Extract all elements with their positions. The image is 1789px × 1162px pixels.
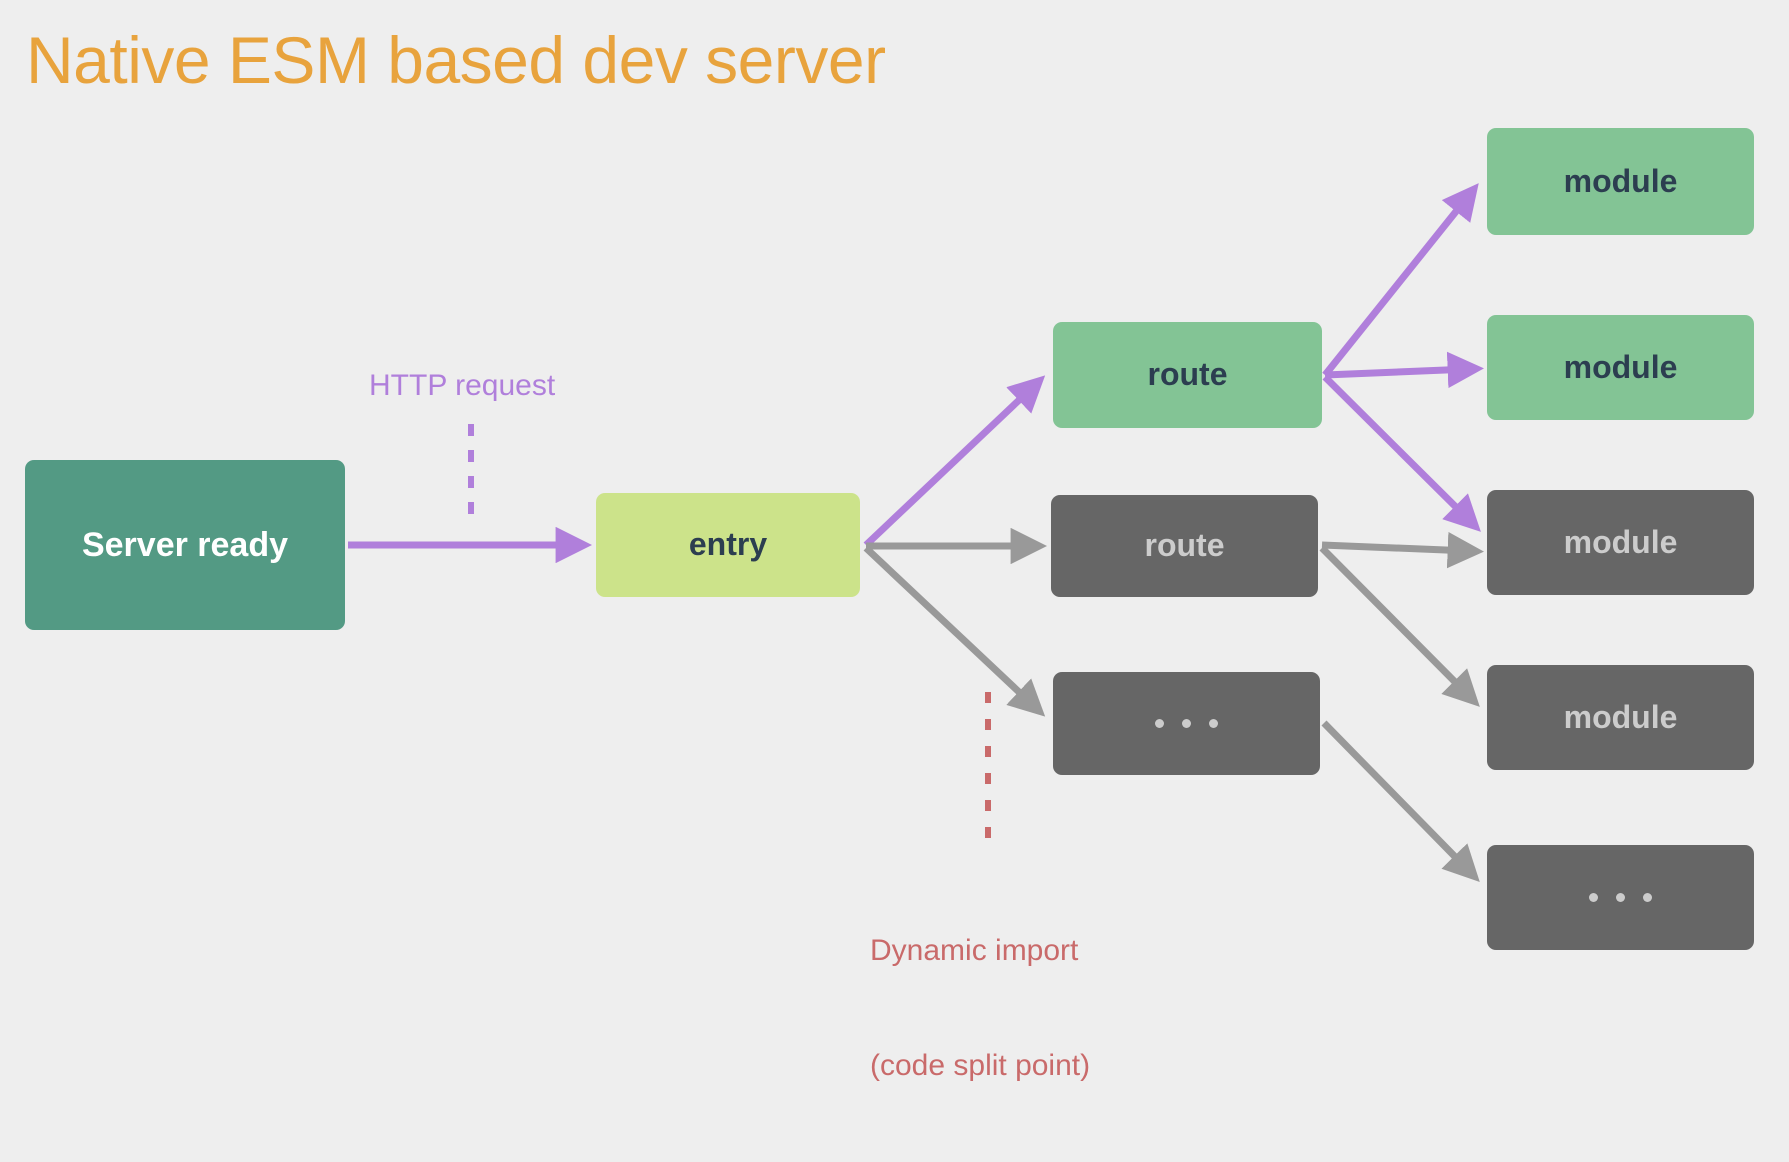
node-module-4[interactable]: module xyxy=(1487,665,1754,770)
node-module-3-label: module xyxy=(1563,523,1678,560)
edge-entry-to-route-active xyxy=(863,375,1046,548)
node-entry[interactable]: entry xyxy=(596,493,860,597)
page-title: Native ESM based dev server xyxy=(26,23,886,97)
node-module-3[interactable]: module xyxy=(1487,490,1754,595)
node-route-inactive-label: route xyxy=(1144,527,1225,564)
dynamic-import-line-2: (code split point) xyxy=(870,1048,1091,1082)
edge-route-inactive-to-module-4 xyxy=(1319,545,1480,707)
node-module-4-label: module xyxy=(1563,698,1678,735)
node-module-more[interactable] xyxy=(1487,845,1754,950)
node-module-2-label: module xyxy=(1563,348,1678,385)
http-request-label: HTTP request xyxy=(369,369,556,402)
diagram-canvas: Native ESM based dev server xyxy=(25,23,1754,1082)
node-entry-label: entry xyxy=(688,526,768,563)
edge-route-to-module-1 xyxy=(1322,183,1479,378)
node-route-more[interactable] xyxy=(1053,672,1320,775)
node-route-inactive[interactable]: route xyxy=(1051,495,1318,597)
node-route-active-label: route xyxy=(1147,356,1228,393)
edge-route-inactive-to-module-3 xyxy=(1321,531,1484,569)
node-module-2[interactable]: module xyxy=(1487,315,1754,420)
node-route-active[interactable]: route xyxy=(1053,322,1322,428)
edge-route-to-module-2 xyxy=(1324,351,1484,389)
edge-route-to-module-3 xyxy=(1322,374,1481,532)
node-module-1[interactable]: module xyxy=(1487,128,1754,235)
edge-route-more-to-module-more xyxy=(1321,720,1480,882)
ellipsis-dots xyxy=(1155,719,1218,728)
dynamic-import-line-1: Dynamic import xyxy=(870,933,1079,967)
edge-entry-to-route-more xyxy=(863,545,1046,717)
dynamic-import-label: Dynamic import (code split point) xyxy=(870,855,1090,1162)
node-server-ready-label: Server ready xyxy=(81,525,289,564)
ellipsis-dots xyxy=(1589,893,1652,902)
node-server-ready[interactable]: Server ready xyxy=(25,460,345,630)
node-module-1-label: module xyxy=(1563,162,1678,199)
